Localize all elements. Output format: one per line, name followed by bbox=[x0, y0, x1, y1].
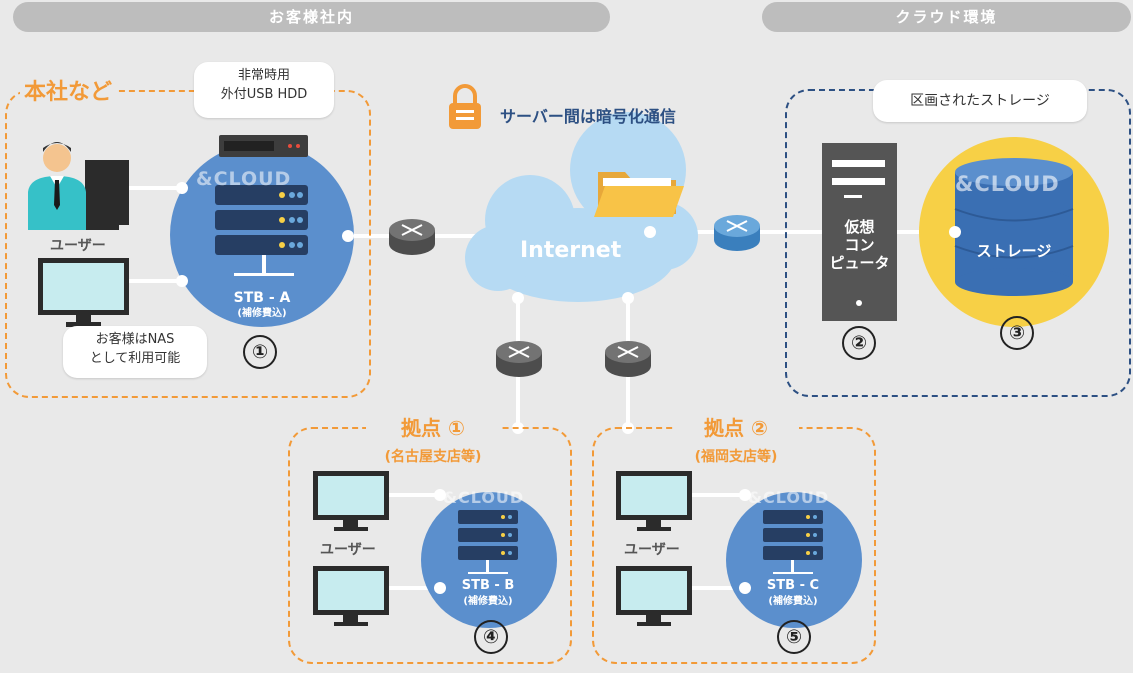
branch2-subtitle: (福岡支店等) bbox=[694, 449, 778, 465]
branch1-title: 拠点 ① (名古屋支店等) bbox=[366, 415, 500, 470]
cloud-env-header: クラウド環境 bbox=[762, 2, 1131, 32]
virtual-server-icon bbox=[822, 143, 897, 321]
nas-note-line2: として利用可能 bbox=[89, 351, 181, 366]
branch2-stb-label: STB - C (補修費込) bbox=[753, 579, 833, 609]
hq-user-label: ユーザー bbox=[50, 238, 106, 254]
storage-note-bubble: 区画されたストレージ bbox=[873, 80, 1087, 122]
folder-icon bbox=[594, 172, 684, 217]
hdd-note-line1: 非常時用 bbox=[237, 68, 290, 83]
vm-label-line2: コン bbox=[844, 236, 875, 254]
router-icons bbox=[389, 215, 760, 377]
user-person-icon bbox=[28, 142, 86, 230]
vm-label-line1: 仮想 bbox=[844, 218, 875, 236]
hq-stb-label: STB - A (補修費込) bbox=[214, 291, 310, 321]
nas-note-line1: お客様はNAS bbox=[95, 332, 175, 347]
storage-cylinder-icon bbox=[954, 158, 1074, 296]
internet-cloud-icon bbox=[465, 112, 698, 302]
encryption-label: サーバー間は暗号化通信 bbox=[500, 107, 676, 126]
lock-icon bbox=[449, 84, 481, 129]
branch2-user-label: ユーザー bbox=[624, 542, 680, 558]
branch1-subtitle: (名古屋支店等) bbox=[384, 449, 482, 465]
number-3: ③ bbox=[1000, 316, 1034, 350]
number-1: ① bbox=[243, 335, 277, 369]
monitor-icons bbox=[38, 160, 692, 626]
internet-label: Internet bbox=[520, 238, 622, 263]
usb-hdd-icon bbox=[219, 135, 308, 157]
branch2-title: 拠点 ② (福岡支店等) bbox=[673, 415, 799, 470]
branch1-cloud-mark: &CLOUD bbox=[443, 488, 525, 507]
hq-stb-name: STB - A bbox=[233, 290, 291, 306]
customer-site-header: お客様社内 bbox=[13, 2, 610, 32]
number-5: ⑤ bbox=[777, 620, 811, 654]
branch2-title-text: 拠点 ② bbox=[704, 416, 768, 440]
branch1-user-label: ユーザー bbox=[320, 542, 376, 558]
storage-cloud-mark: &CLOUD bbox=[955, 172, 1060, 196]
hdd-note-line2: 外付USB HDD bbox=[220, 87, 308, 102]
branch2-cloud-mark: &CLOUD bbox=[748, 488, 830, 507]
hq-cloud-mark: &CLOUD bbox=[196, 168, 292, 190]
hq-stb-sub: (補修費込) bbox=[237, 308, 287, 319]
branch1-stb-label: STB - B (補修費込) bbox=[448, 579, 528, 609]
vm-label: 仮想 コン ピュータ bbox=[822, 218, 897, 272]
storage-label: ストレージ bbox=[976, 242, 1052, 260]
hq-zone bbox=[5, 90, 371, 398]
hq-title: 本社など bbox=[20, 74, 117, 106]
nas-note-bubble: お客様はNAS として利用可能 bbox=[63, 326, 207, 378]
server-rack-icons bbox=[215, 185, 823, 574]
branch2-stb-sub: (補修費込) bbox=[768, 596, 818, 607]
branch1-stb-sub: (補修費込) bbox=[463, 596, 513, 607]
number-4: ④ bbox=[474, 620, 508, 654]
branch2-stb-name: STB - C bbox=[766, 578, 820, 593]
connection-dots bbox=[176, 182, 961, 594]
number-2: ② bbox=[842, 326, 876, 360]
hdd-note-bubble: 非常時用 外付USB HDD bbox=[194, 62, 334, 118]
branch1-title-text: 拠点 ① bbox=[401, 416, 465, 440]
branch1-stb-name: STB - B bbox=[461, 578, 515, 593]
vm-label-line3: ピュータ bbox=[829, 254, 890, 272]
